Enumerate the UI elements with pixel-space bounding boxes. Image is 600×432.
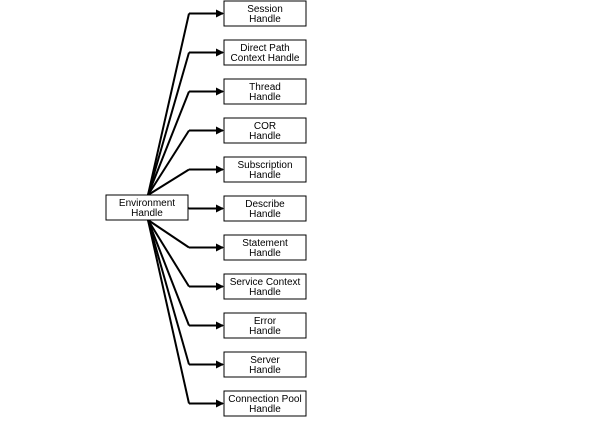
statement-handle-label-line2: Handle [249, 248, 281, 259]
server-handle-box [223, 351, 307, 378]
direct-path-context-handle-label-line2: Context Handle [231, 53, 300, 64]
cor-handle-label-line1: COR [254, 121, 276, 132]
service-context-handle-box [223, 273, 307, 300]
describe-handle-label-line2: Handle [249, 209, 281, 220]
direct-path-context-handle-box [223, 39, 307, 66]
thread-handle-label-line2: Handle [249, 92, 281, 103]
cor-handle-label-line2: Handle [249, 131, 281, 142]
connection-pool-handle-label-line2: Handle [249, 404, 281, 415]
session-handle-label-line1: Session [247, 4, 283, 15]
error-handle-label-line2: Handle [249, 326, 281, 337]
service-context-handle-label-line2: Handle [249, 287, 281, 298]
environment-handle-label-line1: Environment [119, 198, 175, 209]
session-handle-box [223, 0, 307, 27]
connector-line-service-context-handle [147, 219, 190, 288]
cor-handle-box [223, 117, 307, 144]
error-handle-box [223, 312, 307, 339]
connector-line-connection-pool-handle [147, 219, 190, 404]
describe-handle-label-line1: Describe [245, 199, 285, 210]
thread-handle-label-line1: Thread [249, 82, 281, 93]
environment-handle-node: Environment Handle [105, 194, 189, 221]
connector-line-error-handle [147, 219, 190, 326]
connector-group [147, 9, 224, 408]
subscription-handle-box [223, 156, 307, 183]
describe-handle-box [223, 195, 307, 222]
connector-line-subscription-handle [147, 168, 190, 196]
environment-handle-label-line2: Handle [131, 208, 163, 219]
connector-line-session-handle [147, 13, 190, 196]
service-context-handle-label-line1: Service Context [230, 277, 301, 288]
connector-line-statement-handle [147, 219, 190, 249]
error-handle-label-line1: Error [254, 316, 277, 327]
connector-line-cor-handle [147, 129, 190, 196]
environment-handle-box [105, 194, 189, 221]
statement-handle-box [223, 234, 307, 261]
session-handle-label-line2: Handle [249, 14, 281, 25]
connector-line-direct-path-context-handle [147, 52, 190, 196]
server-handle-label-line2: Handle [249, 365, 281, 376]
connection-pool-handle-box [223, 390, 307, 417]
connector-line-thread-handle [147, 91, 190, 196]
subscription-handle-label-line1: Subscription [237, 160, 292, 171]
server-handle-label-line1: Server [250, 355, 280, 366]
thread-handle-box [223, 78, 307, 105]
subscription-handle-label-line2: Handle [249, 170, 281, 181]
statement-handle-label-line1: Statement [242, 238, 288, 249]
direct-path-context-handle-label-line1: Direct Path [240, 43, 289, 54]
connector-line-server-handle [147, 219, 190, 365]
connection-pool-handle-label-line1: Connection Pool [228, 394, 301, 405]
